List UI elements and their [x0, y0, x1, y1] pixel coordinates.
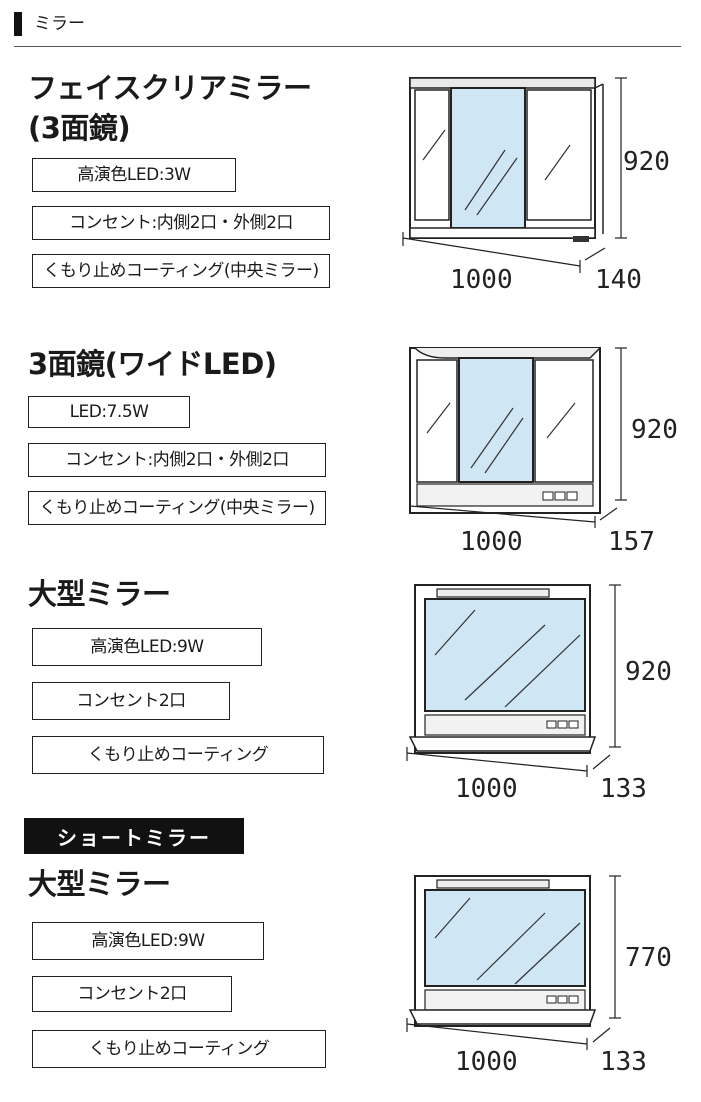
- product-3-diagram: 920 1000 133: [406, 584, 672, 804]
- product-1-subtitle: (3面鏡): [28, 111, 131, 145]
- product-4-spec-led: 高演色LED:9W: [32, 922, 264, 960]
- product-4-spec-outlet: コンセント2口: [32, 976, 232, 1012]
- product-2-spec-coating: くもり止めコーティング(中央ミラー): [28, 491, 326, 525]
- product-3-spec-led: 高演色LED:9W: [32, 628, 262, 666]
- product-3-width: 1000: [455, 774, 518, 804]
- product-3-spec-coating: くもり止めコーティング: [32, 736, 324, 774]
- product-1-spec-outlet: コンセント:内側2口・外側2口: [32, 206, 330, 240]
- product-2-title: 3面鏡(ワイドLED): [28, 347, 277, 381]
- product-4-width: 1000: [455, 1047, 518, 1077]
- product-1-depth: 140: [595, 265, 642, 295]
- product-1-width: 1000: [450, 265, 513, 295]
- product-1-diagram: 920 1000 140: [402, 77, 670, 295]
- product-4-title: 大型ミラー: [28, 867, 171, 901]
- section-title: ミラー: [34, 14, 85, 34]
- product-4-depth: 133: [600, 1047, 647, 1077]
- short-mirror-badge: ショートミラー: [24, 818, 244, 854]
- product-1-height: 920: [623, 147, 670, 177]
- product-1-spec-led: 高演色LED:3W: [32, 158, 236, 192]
- product-3-depth: 133: [600, 774, 647, 804]
- product-2-diagram: 920 1000 157: [409, 347, 678, 557]
- product-2-width: 1000: [460, 527, 523, 557]
- product-1-spec-coating: くもり止めコーティング(中央ミラー): [32, 254, 330, 288]
- section-marker: [14, 12, 22, 36]
- section-divider: [14, 46, 681, 47]
- product-3-title: 大型ミラー: [28, 577, 171, 611]
- product-2-depth: 157: [608, 527, 655, 557]
- product-2-height: 920: [631, 415, 678, 445]
- product-4-height: 770: [625, 943, 672, 973]
- product-4-spec-coating: くもり止めコーティング: [32, 1030, 326, 1068]
- product-2-spec-outlet: コンセント:内側2口・外側2口: [28, 443, 326, 477]
- product-1-title: フェイスクリアミラー: [28, 71, 312, 105]
- product-3-height: 920: [625, 657, 672, 687]
- product-3-spec-outlet: コンセント2口: [32, 682, 230, 720]
- product-4-diagram: 770 1000 133: [406, 875, 672, 1077]
- product-2-spec-led: LED:7.5W: [28, 396, 190, 428]
